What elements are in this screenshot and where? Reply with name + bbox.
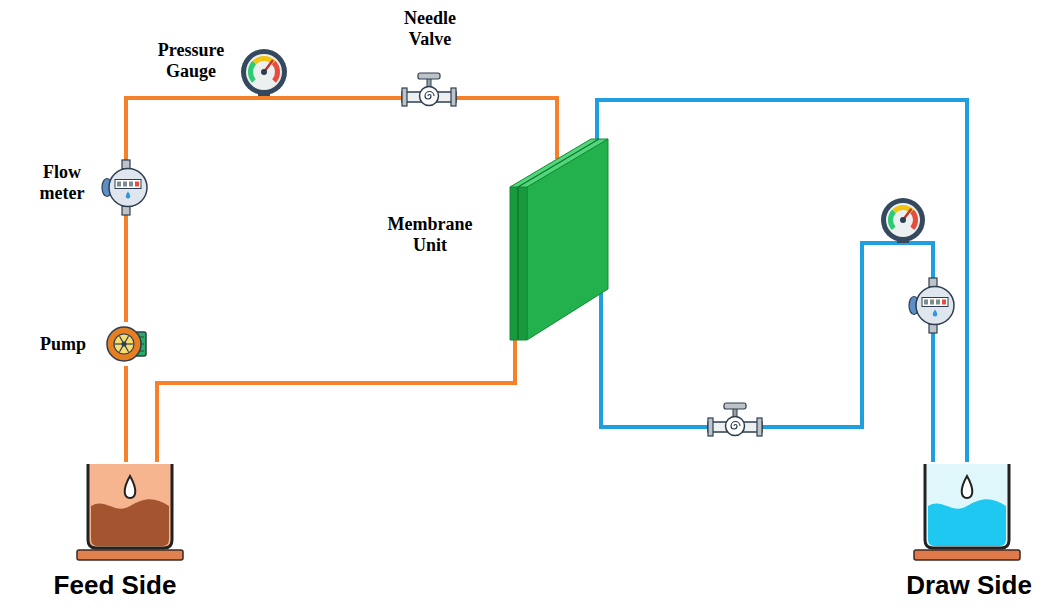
- gauge-scale: [910, 210, 918, 230]
- valve-spiral: [425, 92, 434, 100]
- valve-handle: [418, 73, 440, 79]
- draw-needle-valve: [708, 403, 762, 436]
- valve-flange: [402, 88, 407, 106]
- valve-flange: [757, 418, 762, 436]
- flow-meter-graphic: [102, 160, 147, 215]
- node-label: Draw Side: [888, 571, 1050, 601]
- gauge-foot: [897, 239, 909, 243]
- draw-pressure-gauge: [881, 198, 925, 243]
- membrane-unit-icon: [505, 137, 610, 340]
- meter-digit: [129, 182, 133, 187]
- meter-display: [922, 298, 948, 307]
- meter-digit: [942, 300, 946, 305]
- needle-valve-graphic: [402, 73, 456, 106]
- gauge-hub: [900, 217, 906, 223]
- beaker-base: [914, 550, 1020, 560]
- beaker-liquid: [91, 499, 169, 546]
- gauge-foot: [258, 92, 270, 96]
- meter-digit: [117, 182, 121, 187]
- pump-graphic: [107, 327, 146, 361]
- meter-stub: [929, 324, 937, 333]
- gauge-scale: [248, 61, 256, 83]
- gauge-rim: [241, 49, 287, 95]
- beaker-base: [77, 550, 183, 560]
- beaker-glass: [925, 464, 1009, 548]
- node-label: Pressure Gauge: [146, 40, 236, 81]
- draw-beaker-graphic: [914, 464, 1020, 560]
- valve-body: [726, 417, 745, 436]
- pipe-connector: [124, 366, 128, 462]
- feed-beaker-graphic: [77, 464, 183, 560]
- feed-beaker: Feed Side: [75, 462, 185, 560]
- meter-body: [109, 169, 147, 207]
- pressure-gauge-icon: [240, 48, 288, 96]
- meter-digit: [936, 300, 940, 305]
- draw-beaker-icon: [912, 462, 1022, 560]
- feed-beaker-icon: [75, 462, 185, 560]
- valve-flange: [708, 418, 713, 436]
- gauge-scale: [272, 61, 280, 83]
- gauge-scale: [888, 210, 896, 230]
- valve-spiral: [731, 422, 740, 430]
- meter-digit: [930, 300, 934, 305]
- pump-icon: [104, 322, 148, 366]
- draw-flow-meter: [909, 278, 954, 333]
- meter-stub: [929, 278, 937, 287]
- flow-meter-icon: [102, 160, 150, 215]
- valve-handle: [724, 403, 746, 409]
- meter-body: [916, 287, 954, 325]
- needle-valve-icon: [402, 72, 456, 106]
- node-label: Membrane Unit: [378, 214, 482, 255]
- pipe-connector: [124, 215, 128, 322]
- membrane-unit: Membrane Unit: [505, 137, 610, 340]
- beaker-drop: [962, 476, 973, 498]
- node-label: Needle Valve: [385, 8, 475, 49]
- gauge-face: [886, 203, 920, 237]
- membrane-front: [510, 187, 527, 340]
- meter-drop: [933, 310, 938, 317]
- pump-impeller: [114, 334, 134, 354]
- gauge-rim: [881, 198, 925, 242]
- membrane-unit-graphic: [510, 139, 608, 340]
- pump-housing: [107, 327, 141, 361]
- meter-digit: [135, 182, 139, 187]
- beaker-liquid: [928, 499, 1006, 546]
- valve-flange: [451, 88, 456, 106]
- pipe-connector: [157, 340, 515, 462]
- pump-hub: [122, 342, 127, 347]
- meter-display: [115, 180, 141, 189]
- valve-body: [420, 87, 439, 106]
- membrane-top: [510, 139, 608, 187]
- beaker-glass: [88, 464, 172, 548]
- node-label: Pump: [28, 334, 98, 355]
- meter-digit: [924, 300, 928, 305]
- meter-stub: [122, 206, 130, 215]
- meter-digit: [123, 182, 127, 187]
- pump: Pump: [104, 322, 148, 366]
- pipe-connector: [264, 96, 402, 98]
- draw-beaker: Draw Side: [912, 462, 1022, 560]
- gauge-face: [246, 54, 282, 90]
- needle-valve: Needle Valve: [402, 72, 456, 106]
- pipe-connector: [601, 243, 933, 462]
- pipe-connector: [126, 96, 264, 160]
- membrane-seam: [518, 139, 599, 187]
- pipe-connector: [597, 100, 967, 462]
- pipe-connector: [456, 98, 557, 159]
- meter-stub: [122, 160, 130, 169]
- membrane-seam: [517, 187, 518, 340]
- node-label: Flow meter: [26, 162, 98, 203]
- flow-meter: Flow meter: [102, 160, 150, 215]
- pressure-gauge: Pressure Gauge: [240, 48, 288, 96]
- beaker-drop: [125, 476, 136, 498]
- pressure-gauge-graphic: [241, 49, 287, 96]
- gauge-hub: [261, 69, 267, 75]
- node-label: Feed Side: [30, 571, 200, 601]
- meter-drop: [126, 192, 131, 199]
